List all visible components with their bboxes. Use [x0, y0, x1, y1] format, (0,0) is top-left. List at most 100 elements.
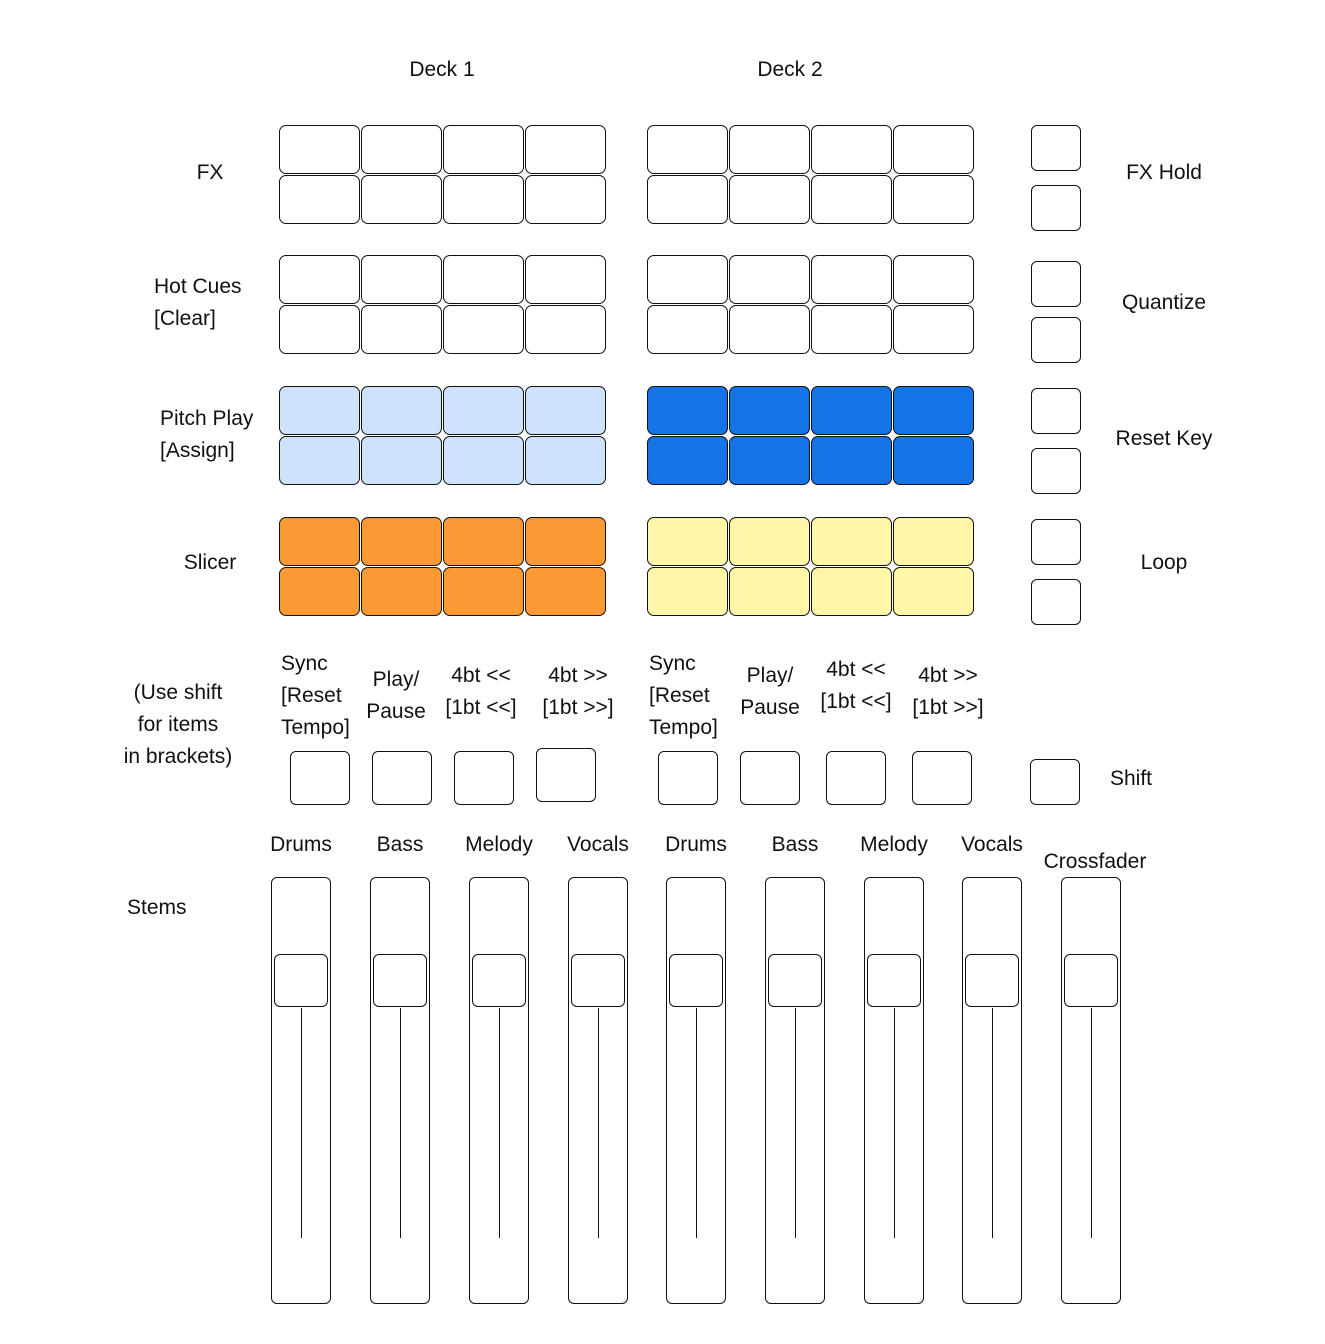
stem-fader[interactable] [370, 877, 430, 1304]
deck1-back-button[interactable] [454, 751, 514, 805]
hot-cues-pad[interactable] [811, 255, 892, 304]
slicer-pad[interactable] [647, 567, 728, 616]
quantize-button-2[interactable] [1031, 317, 1081, 363]
shift-button[interactable] [1030, 759, 1080, 805]
slicer-pad[interactable] [525, 567, 606, 616]
fader-knob[interactable] [768, 954, 822, 1007]
fx-pad[interactable] [525, 125, 606, 174]
fx-pad[interactable] [729, 125, 810, 174]
stem-fader[interactable] [765, 877, 825, 1304]
pitch-play-pad[interactable] [893, 436, 974, 485]
fx-hold-button-2[interactable] [1031, 185, 1081, 231]
slicer-pad[interactable] [729, 517, 810, 566]
fx-pad[interactable] [729, 175, 810, 224]
pitch-play-pad[interactable] [525, 386, 606, 435]
pitch-play-pad[interactable] [279, 436, 360, 485]
reset-key-button-2[interactable] [1031, 448, 1081, 494]
fader-knob[interactable] [373, 954, 427, 1007]
hot-cues-pad[interactable] [729, 305, 810, 354]
fx-hold-button-1[interactable] [1031, 125, 1081, 171]
hot-cues-pad[interactable] [361, 305, 442, 354]
hot-cues-pad[interactable] [647, 305, 728, 354]
pitch-play-pad[interactable] [893, 386, 974, 435]
fx-pad[interactable] [361, 125, 442, 174]
slicer-pad[interactable] [443, 517, 524, 566]
fx-pad[interactable] [811, 175, 892, 224]
fx-pad[interactable] [279, 125, 360, 174]
fx-pad[interactable] [647, 125, 728, 174]
slicer-pad[interactable] [893, 517, 974, 566]
hot-cues-pad[interactable] [525, 255, 606, 304]
fx-pad[interactable] [811, 125, 892, 174]
crossfader[interactable] [1061, 877, 1121, 1304]
fader-knob[interactable] [274, 954, 328, 1007]
fader-knob[interactable] [965, 954, 1019, 1007]
quantize-button-1[interactable] [1031, 261, 1081, 307]
pitch-play-pad[interactable] [729, 386, 810, 435]
slicer-pad[interactable] [525, 517, 606, 566]
deck2-back-button[interactable] [826, 751, 886, 805]
deck2-sync-button[interactable] [658, 751, 718, 805]
pitch-play-pad[interactable] [647, 386, 728, 435]
hot-cues-pad[interactable] [279, 305, 360, 354]
slicer-pad[interactable] [811, 517, 892, 566]
deck1-play-button[interactable] [372, 751, 432, 805]
slicer-pad[interactable] [729, 567, 810, 616]
stem-fader[interactable] [568, 877, 628, 1304]
reset-key-button-1[interactable] [1031, 388, 1081, 434]
pitch-play-pad[interactable] [647, 436, 728, 485]
slicer-pad[interactable] [893, 567, 974, 616]
deck2-play-button[interactable] [740, 751, 800, 805]
slicer-pad[interactable] [279, 517, 360, 566]
fx-pad[interactable] [893, 125, 974, 174]
fader-knob[interactable] [571, 954, 625, 1007]
fx-pad[interactable] [279, 175, 360, 224]
slicer-pad[interactable] [443, 567, 524, 616]
fx-pad[interactable] [361, 175, 442, 224]
hot-cues-pad[interactable] [893, 255, 974, 304]
pitch-play-pad[interactable] [279, 386, 360, 435]
deck1-fwd-button[interactable] [536, 748, 596, 802]
hot-cues-pad[interactable] [525, 305, 606, 354]
pitch-play-pad[interactable] [361, 386, 442, 435]
loop-button-1[interactable] [1031, 519, 1081, 565]
hot-cues-pad[interactable] [893, 305, 974, 354]
pitch-play-pad[interactable] [811, 386, 892, 435]
hot-cues-pad[interactable] [443, 255, 524, 304]
stem-fader[interactable] [469, 877, 529, 1304]
hot-cues-pad[interactable] [361, 255, 442, 304]
slicer-pad[interactable] [811, 567, 892, 616]
fx-pad[interactable] [443, 125, 524, 174]
stem-fader[interactable] [271, 877, 331, 1304]
slicer-pad[interactable] [361, 567, 442, 616]
deck1-sync-button[interactable] [290, 751, 350, 805]
fx-pad[interactable] [893, 175, 974, 224]
fader-knob[interactable] [472, 954, 526, 1007]
pitch-play-pad[interactable] [729, 436, 810, 485]
hot-cues-pad[interactable] [729, 255, 810, 304]
crossfader-knob[interactable] [1064, 954, 1118, 1007]
pitch-play-pad[interactable] [525, 436, 606, 485]
hot-cues-pad[interactable] [279, 255, 360, 304]
fader-knob[interactable] [867, 954, 921, 1007]
pitch-play-pad[interactable] [443, 386, 524, 435]
deck2-fwd-button[interactable] [912, 751, 972, 805]
hot-cues-pad[interactable] [647, 255, 728, 304]
hot-cues-pad[interactable] [811, 305, 892, 354]
stem-fader[interactable] [666, 877, 726, 1304]
loop-button-2[interactable] [1031, 579, 1081, 625]
fx-pad[interactable] [647, 175, 728, 224]
fx-pad[interactable] [525, 175, 606, 224]
slicer-pad[interactable] [279, 567, 360, 616]
pitch-play-pad[interactable] [443, 436, 524, 485]
stem-fader[interactable] [962, 877, 1022, 1304]
pitch-play-pad[interactable] [811, 436, 892, 485]
slicer-pad[interactable] [647, 517, 728, 566]
hot-cues-pad[interactable] [443, 305, 524, 354]
fader-knob[interactable] [669, 954, 723, 1007]
pitch-play-pad[interactable] [361, 436, 442, 485]
stem-fader[interactable] [864, 877, 924, 1304]
deck1-play-label: Play/ Pause [366, 668, 426, 723]
fx-pad[interactable] [443, 175, 524, 224]
slicer-pad[interactable] [361, 517, 442, 566]
